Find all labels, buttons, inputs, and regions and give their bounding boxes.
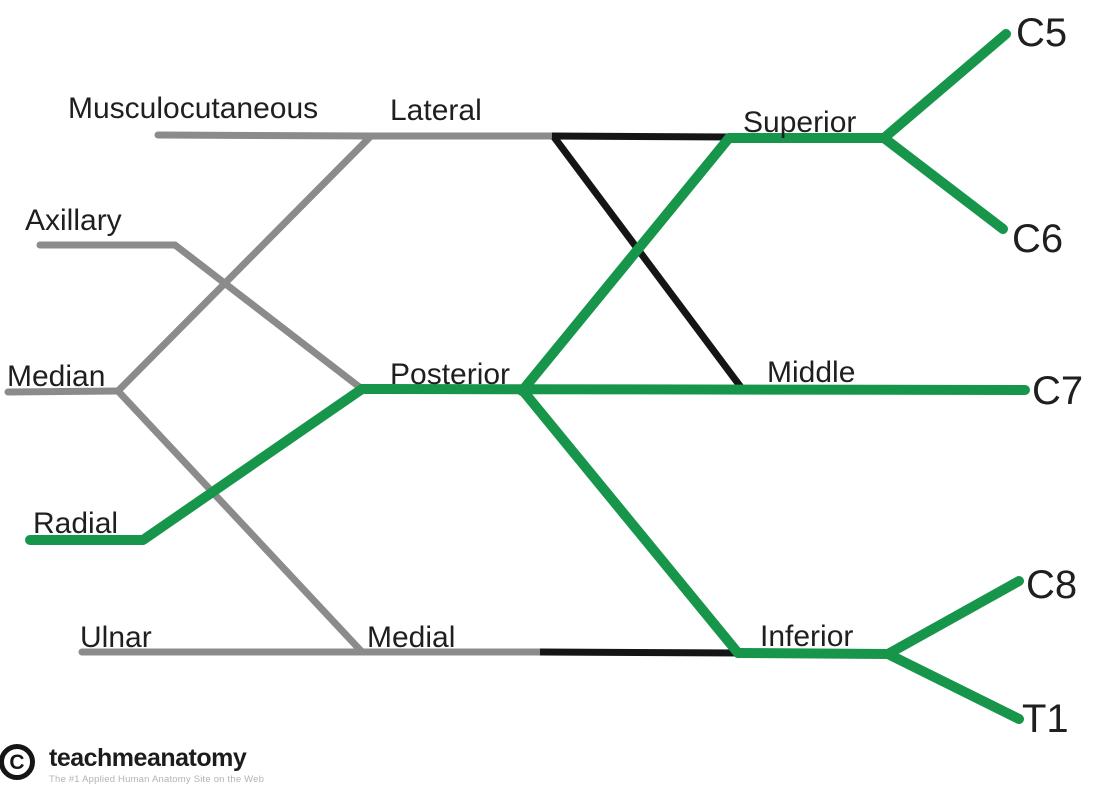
musculocutaneous-nerve-line	[154, 131, 375, 140]
radial-label: Radial	[33, 507, 118, 540]
axillary-label: Axillary	[25, 204, 122, 237]
superior-posterior-division-line	[517, 133, 734, 396]
middle-trunk-label: Middle	[767, 356, 855, 389]
medial-cord-label: Medial	[367, 621, 455, 654]
c7-root-label: C7	[1032, 369, 1083, 413]
teachmeanatomy-logo: C teachmeanatomy The #1 Applied Human An…	[0, 744, 264, 785]
black-lines	[539, 132, 746, 657]
posterior-cord-label: Posterior	[390, 358, 510, 391]
median-label: Median	[7, 360, 105, 393]
lateral-cord-label: Lateral	[390, 94, 482, 127]
t1-root-label: T1	[1022, 697, 1069, 741]
copyright-c-icon: C	[0, 744, 35, 780]
c8-root-line	[883, 576, 1024, 659]
inferior-posterior-division-line	[519, 387, 743, 658]
posterior-cord-line	[357, 384, 1030, 395]
c5-root-label: C5	[1016, 11, 1067, 55]
radial-nerve-line	[25, 384, 367, 545]
logo-symbol: C	[9, 750, 25, 774]
t1-root-line	[883, 649, 1024, 724]
superior-trunk-label: Superior	[743, 106, 856, 139]
c8-root-label: C8	[1026, 563, 1077, 607]
gray-lines	[4, 131, 558, 656]
musculocutaneous-label: Musculocutaneous	[68, 92, 318, 125]
superior-anterior-division-line	[551, 132, 733, 141]
labels: Musculocutaneous Lateral Axillary Median…	[7, 11, 1083, 741]
c6-root-label: C6	[1012, 217, 1063, 261]
inferior-trunk-label: Inferior	[760, 620, 853, 653]
middle-anterior-division-line	[551, 134, 746, 393]
inferior-anterior-division-line	[539, 648, 741, 657]
ulnar-label: Ulnar	[80, 621, 152, 654]
median-nerve-line	[4, 387, 122, 396]
median-medial-root-line	[114, 387, 366, 656]
logo-text-block: teachmeanatomy The #1 Applied Human Anat…	[49, 744, 264, 785]
green-lines	[25, 29, 1030, 724]
axillary-nerve-line	[36, 241, 366, 393]
logo-wordmark: teachmeanatomy	[49, 744, 247, 772]
c6-root-line	[879, 133, 1008, 234]
c5-root-line	[879, 29, 1011, 143]
median-lateral-root-line	[114, 132, 375, 395]
inferior-trunk-line	[733, 648, 893, 659]
